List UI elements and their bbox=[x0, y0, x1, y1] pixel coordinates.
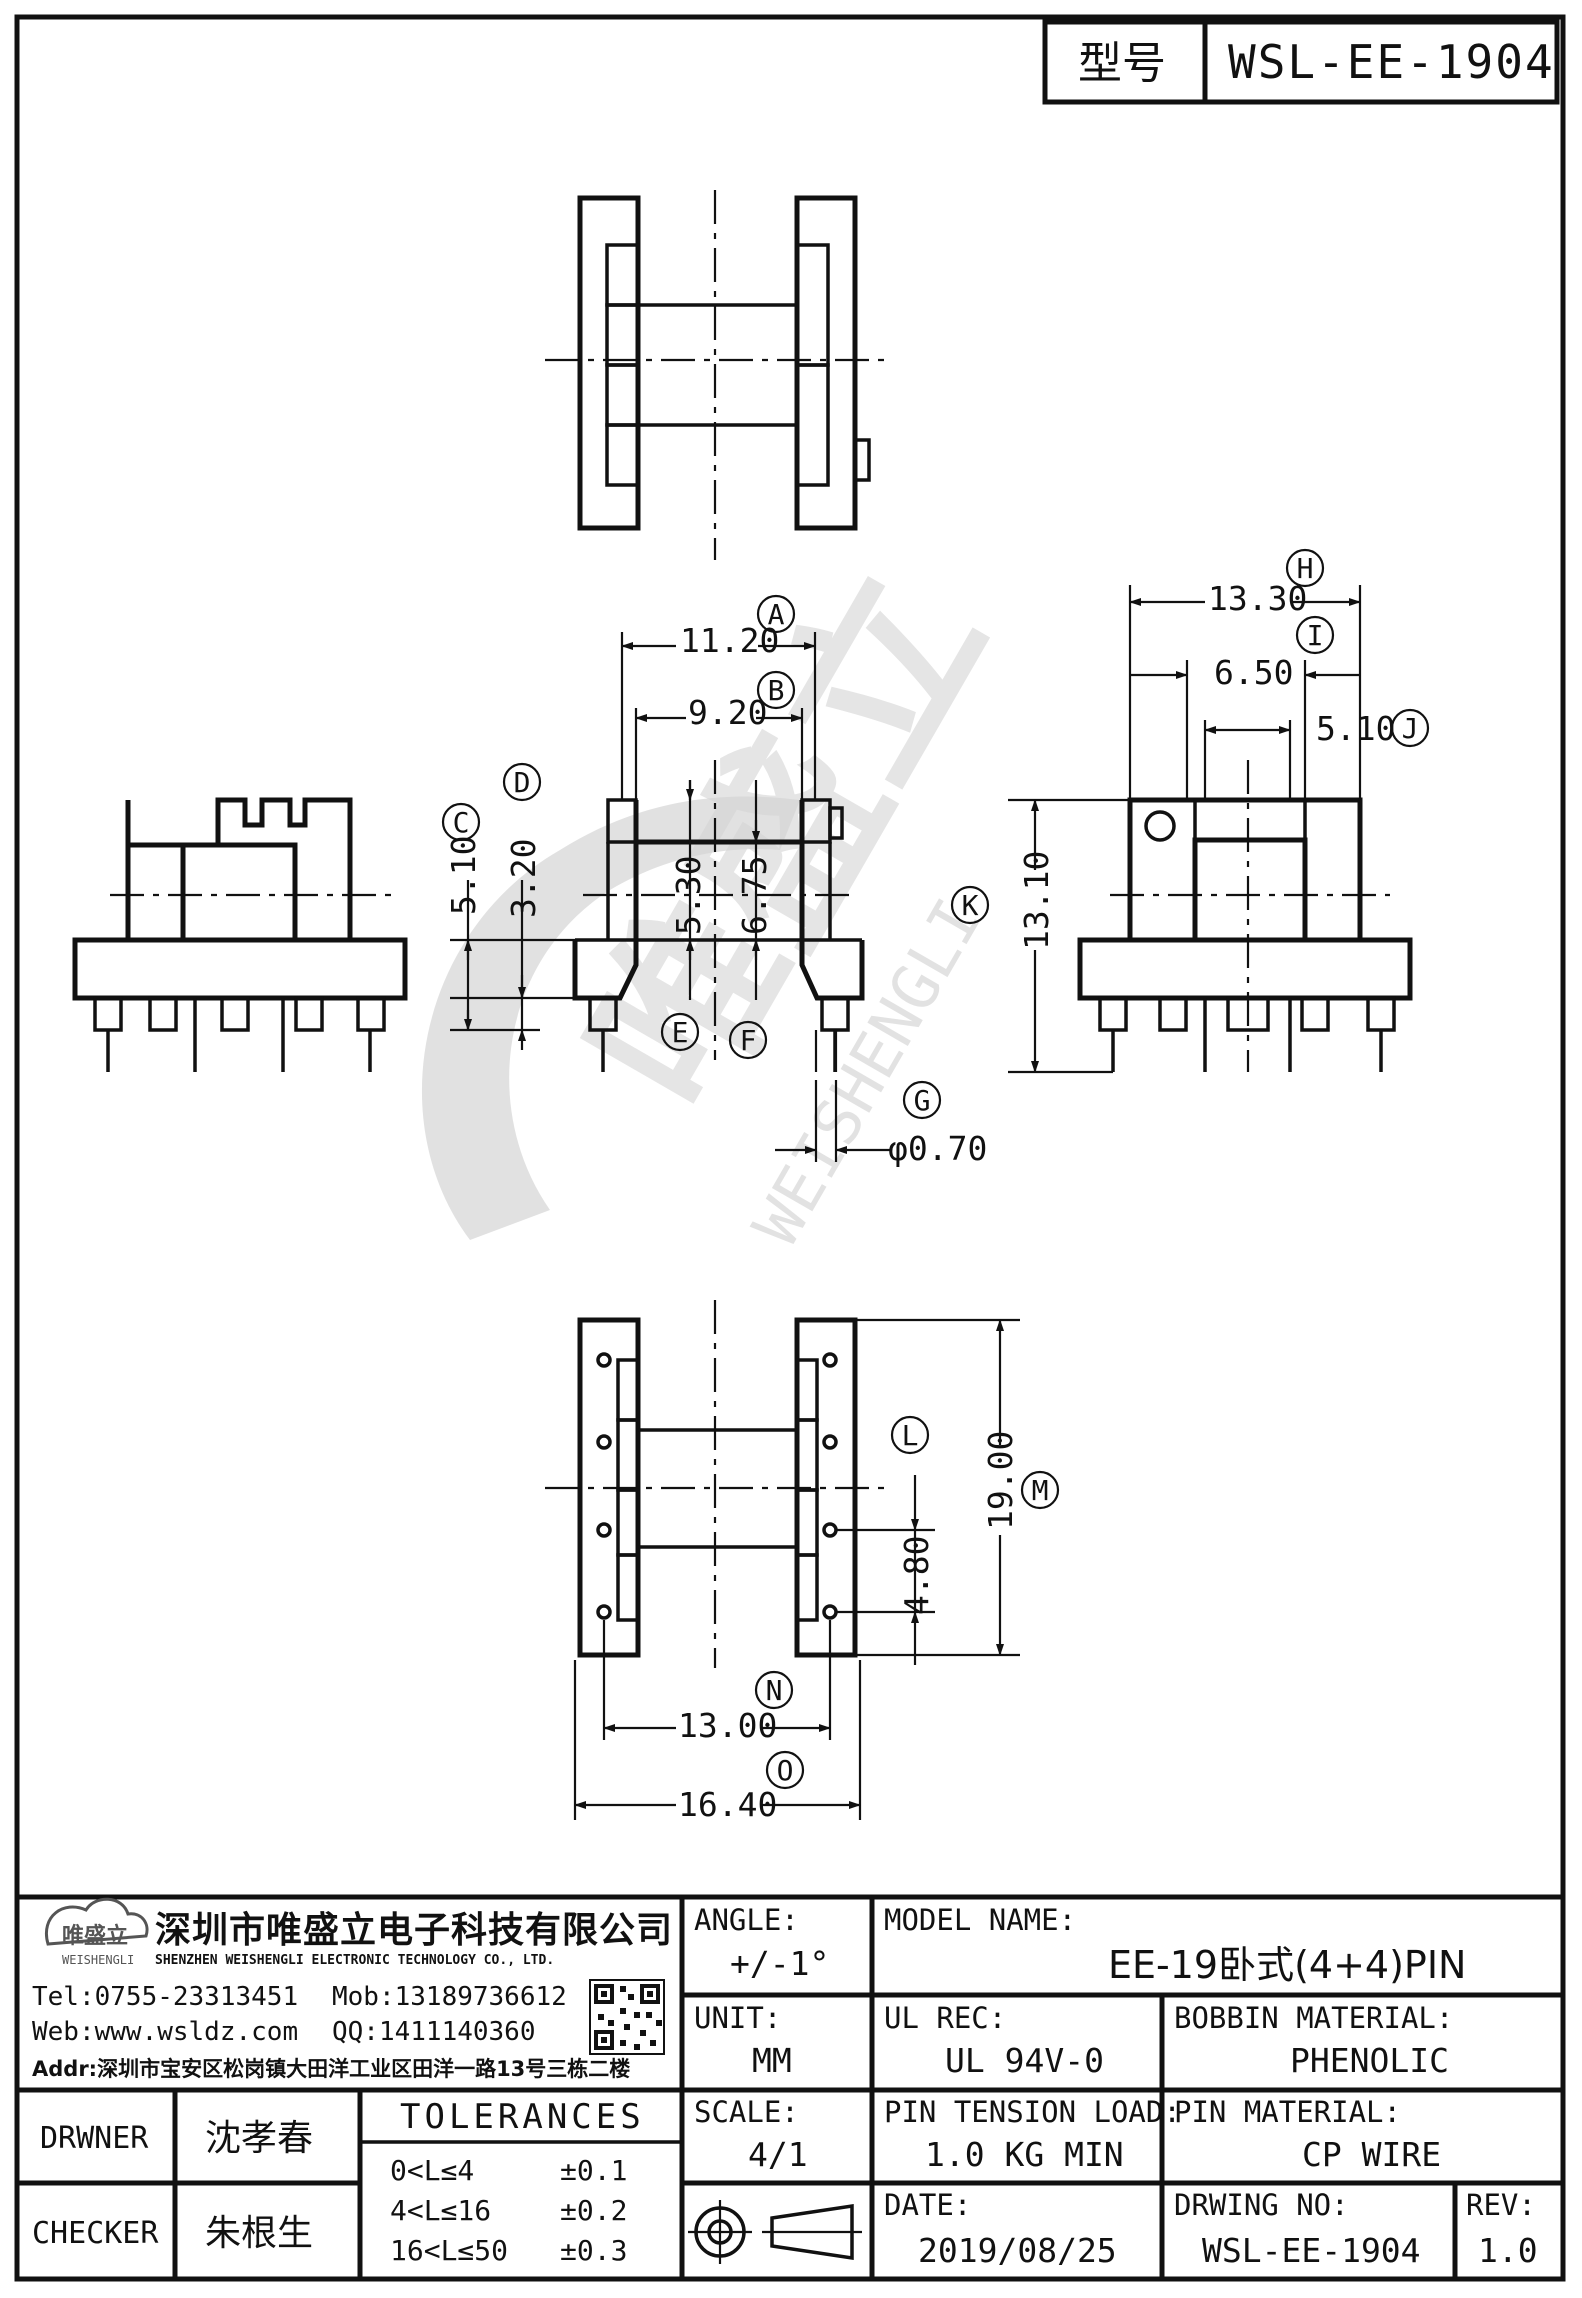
company-web: Web:www.wsldz.com bbox=[32, 2017, 298, 2047]
bottom-view bbox=[545, 1300, 892, 1668]
dims-c-d: 5.10 3.20 C D bbox=[441, 762, 600, 1050]
drawing-no-label: DRWING NO: bbox=[1174, 2188, 1349, 2222]
dim-b-value: 9.20 bbox=[688, 693, 767, 732]
company-info: 唯盛立 WEISHENGLI 深圳市唯盛立电子科技有限公司 SHENZHEN W… bbox=[32, 1897, 673, 2081]
angle-label: ANGLE: bbox=[694, 1903, 799, 1937]
callout-g: G bbox=[914, 1084, 931, 1117]
dim-g-value: φ0.70 bbox=[888, 1129, 987, 1168]
dim-m-value: 19.00 bbox=[981, 1431, 1020, 1530]
callout-i: I bbox=[1307, 619, 1324, 652]
checker-label: CHECKER bbox=[32, 2216, 159, 2251]
callout-e: E bbox=[672, 1016, 689, 1049]
left-side-view bbox=[72, 797, 408, 1072]
pin-material-value: CP WIRE bbox=[1302, 2135, 1441, 2174]
pin-tension-label: PIN TENSION LOAD: bbox=[884, 2095, 1181, 2129]
dims-g: φ0.70 G bbox=[775, 1080, 987, 1168]
callout-f: F bbox=[740, 1024, 757, 1057]
company-mob: Mob:13189736612 bbox=[332, 1982, 567, 2012]
drawer-name: 沈孝春 bbox=[205, 2118, 313, 2159]
dims-l-m-n-o: 19.00 M 4.80 L 13.00 N 16.40 O bbox=[573, 1318, 1060, 1824]
pin-tension-value: 1.0 KG MIN bbox=[925, 2135, 1124, 2174]
callout-b: B bbox=[768, 674, 785, 707]
dim-k-value: 13.10 bbox=[1017, 851, 1056, 950]
callout-d: D bbox=[514, 766, 531, 799]
pin-material-label: PIN MATERIAL: bbox=[1174, 2095, 1401, 2129]
drawing-no-value: WSL-EE-1904 bbox=[1202, 2231, 1421, 2270]
tolerance-range-1: 4<L≤16 bbox=[390, 2194, 491, 2227]
dim-h-value: 13.30 bbox=[1208, 579, 1307, 618]
date-label: DATE: bbox=[884, 2188, 971, 2222]
bobbin-material-value: PHENOLIC bbox=[1290, 2041, 1449, 2080]
top-view bbox=[545, 190, 892, 560]
model-code: WSL-EE-1904 bbox=[1228, 35, 1555, 89]
dim-i-value: 6.50 bbox=[1214, 653, 1293, 692]
tolerance-range-2: 16<L≤50 bbox=[390, 2234, 508, 2267]
scale-value: 4/1 bbox=[748, 2135, 808, 2174]
dim-c-value: 5.10 bbox=[444, 836, 483, 915]
dim-e-value: 5.30 bbox=[669, 856, 708, 935]
ul-rec-value: UL 94V-0 bbox=[945, 2041, 1104, 2080]
company-name-cn: 深圳市唯盛立电子科技有限公司 bbox=[155, 1910, 673, 1951]
dim-o-value: 16.40 bbox=[678, 1785, 777, 1824]
dim-f-value: 6.75 bbox=[735, 856, 774, 935]
callout-k: K bbox=[962, 889, 979, 922]
bobbin-material-label: BOBBIN MATERIAL: bbox=[1174, 2001, 1453, 2035]
type-label: 型号 bbox=[1078, 38, 1166, 89]
callout-c: C bbox=[453, 806, 470, 839]
company-logo-text: 唯盛立 bbox=[62, 1923, 128, 1949]
callout-m: M bbox=[1032, 1474, 1049, 1507]
tolerances-heading: TOLERANCES bbox=[400, 2097, 645, 2137]
dims-h-i-j-k: 13.30 6.50 5.10 H I J 13.10 K bbox=[950, 548, 1430, 1074]
ul-rec-label: UL REC: bbox=[884, 2001, 1006, 2035]
drawing-frame bbox=[14, 14, 1566, 2282]
company-logo-sub: WEISHENGLI bbox=[62, 1953, 134, 1967]
unit-value: MM bbox=[752, 2041, 792, 2080]
rev-label: REV: bbox=[1466, 2188, 1536, 2222]
callout-j: J bbox=[1402, 712, 1419, 745]
model-box: 型号 WSL-EE-1904 bbox=[1042, 19, 1560, 105]
rev-value: 1.0 bbox=[1478, 2231, 1538, 2270]
callout-l: L bbox=[902, 1419, 919, 1452]
date-value: 2019/08/25 bbox=[918, 2231, 1117, 2270]
dims-e-f: 5.30 6.75 E F bbox=[660, 780, 774, 1060]
callout-a: A bbox=[768, 598, 785, 631]
dim-j-value: 5.10 bbox=[1316, 709, 1395, 748]
model-name-value: EE-19卧式(4+4)PIN bbox=[1108, 1943, 1466, 1987]
tolerance-value-0: ±0.1 bbox=[560, 2154, 627, 2187]
right-side-view bbox=[1077, 760, 1413, 1072]
projection-symbol-icon bbox=[688, 2200, 862, 2264]
title-block bbox=[17, 1894, 1563, 2279]
dim-d-value: 3.20 bbox=[504, 839, 543, 918]
unit-label: UNIT: bbox=[694, 2001, 781, 2035]
angle-value: +/-1° bbox=[730, 1944, 829, 1983]
model-name-label: MODEL NAME: bbox=[884, 1903, 1076, 1937]
company-name-en: SHENZHEN WEISHENGLI ELECTRONIC TECHNOLOG… bbox=[155, 1953, 554, 1968]
dim-n-value: 13.00 bbox=[678, 1706, 777, 1745]
dims-a-b: 11.20 9.20 A B bbox=[620, 594, 817, 800]
spec-cells: ANGLE: +/-1° UNIT: MM SCALE: 4/1 MODEL N… bbox=[688, 1903, 1538, 2270]
checker-name: 朱根生 bbox=[205, 2213, 313, 2254]
tolerance-value-2: ±0.3 bbox=[560, 2234, 627, 2267]
scale-label: SCALE: bbox=[694, 2095, 799, 2129]
tolerance-range-0: 0<L≤4 bbox=[390, 2154, 474, 2187]
tolerance-value-1: ±0.2 bbox=[560, 2194, 627, 2227]
dim-l-value: 4.80 bbox=[897, 1536, 936, 1615]
people-block: DRWNER 沈孝春 CHECKER 朱根生 bbox=[32, 2118, 313, 2254]
tolerances-block: TOLERANCES 0<L≤4 ±0.1 4<L≤16 ±0.2 16<L≤5… bbox=[390, 2097, 645, 2267]
qr-code-icon bbox=[589, 1979, 665, 2055]
callout-h: H bbox=[1297, 552, 1314, 585]
front-view bbox=[572, 760, 865, 1072]
drawer-label: DRWNER bbox=[40, 2121, 149, 2156]
company-address: Addr:深圳市宝安区松岗镇大田洋工业区田洋一路13号三栋二楼 bbox=[32, 2057, 630, 2081]
company-tel: Tel:0755-23313451 bbox=[32, 1982, 298, 2012]
callout-o: O bbox=[777, 1754, 794, 1787]
company-qq: QQ:1411140360 bbox=[332, 2017, 536, 2047]
callout-n: N bbox=[766, 1674, 783, 1707]
